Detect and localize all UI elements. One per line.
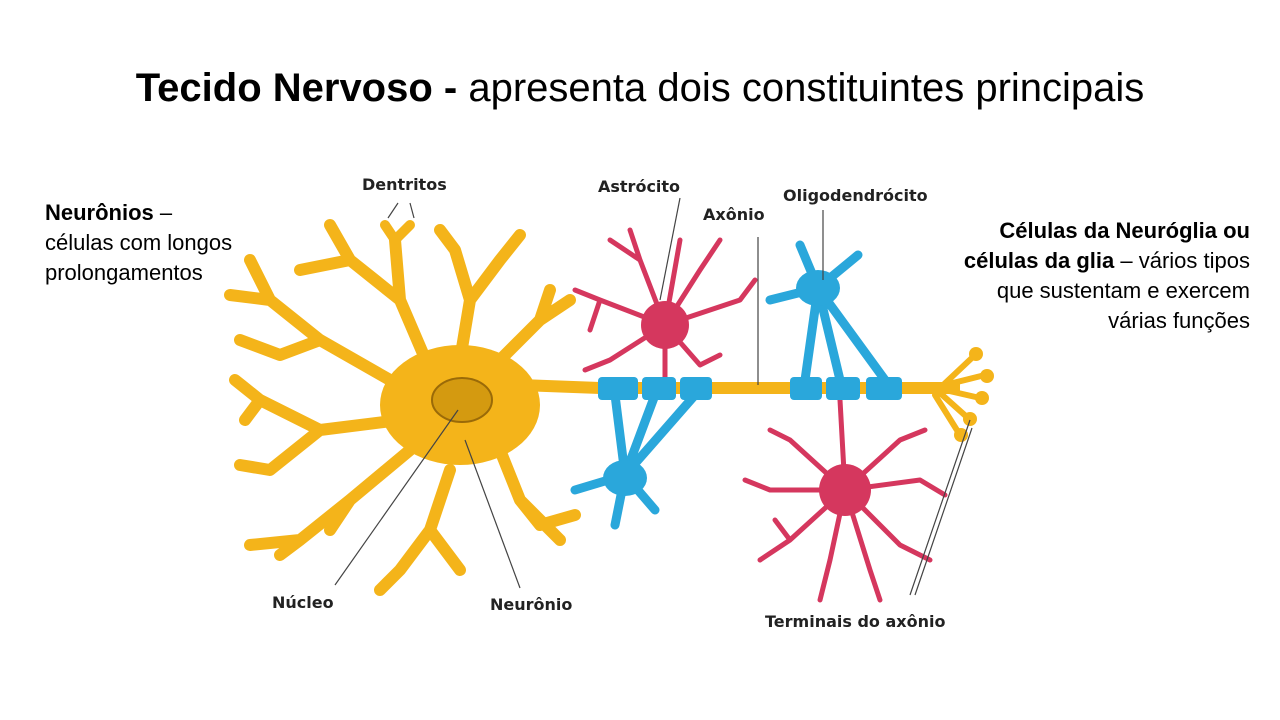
- pointer-lines: [334, 197, 973, 596]
- oligodendrocyte-bottom: [570, 390, 700, 530]
- label-dendrites: Dentritos: [362, 175, 447, 194]
- nucleus-shape: [431, 377, 493, 423]
- dendrites: [224, 219, 581, 596]
- astrocyte-bottom: [742, 397, 948, 603]
- terminal-buttons: [954, 347, 994, 442]
- label-axon-terminals: Terminais do axônio: [765, 612, 945, 631]
- label-astrocyte: Astrócito: [598, 177, 680, 196]
- slide-title: Tecido Nervoso - apresenta dois constitu…: [0, 66, 1280, 111]
- glia-description: Células da Neuróglia ou células da glia …: [940, 216, 1250, 336]
- myelin-sheaths: [598, 377, 902, 400]
- axon-terminals-shape: [932, 352, 988, 438]
- oligodendrocyte-top: [765, 240, 890, 385]
- label-oligodendrocyte: Oligodendrócito: [783, 186, 928, 205]
- title-rest: apresenta dois constituintes principais: [457, 66, 1145, 110]
- astrocyte-top: [572, 227, 758, 383]
- neurons-definition: – células com longos prolongamentos: [45, 200, 233, 285]
- glia-term: Células da Neuróglia ou células da glia: [963, 218, 1250, 273]
- label-nucleus: Núcleo: [272, 593, 334, 612]
- label-neuron: Neurônio: [490, 595, 572, 614]
- label-axon: Axônio: [703, 205, 765, 224]
- neurons-description: Neurônios – células com longos prolongam…: [45, 198, 245, 288]
- title-bold: Tecido Nervoso -: [135, 66, 458, 110]
- neurons-term: Neurônios: [45, 200, 154, 225]
- glia-definition: – vários tipos que sustentam e exercem v…: [996, 248, 1250, 333]
